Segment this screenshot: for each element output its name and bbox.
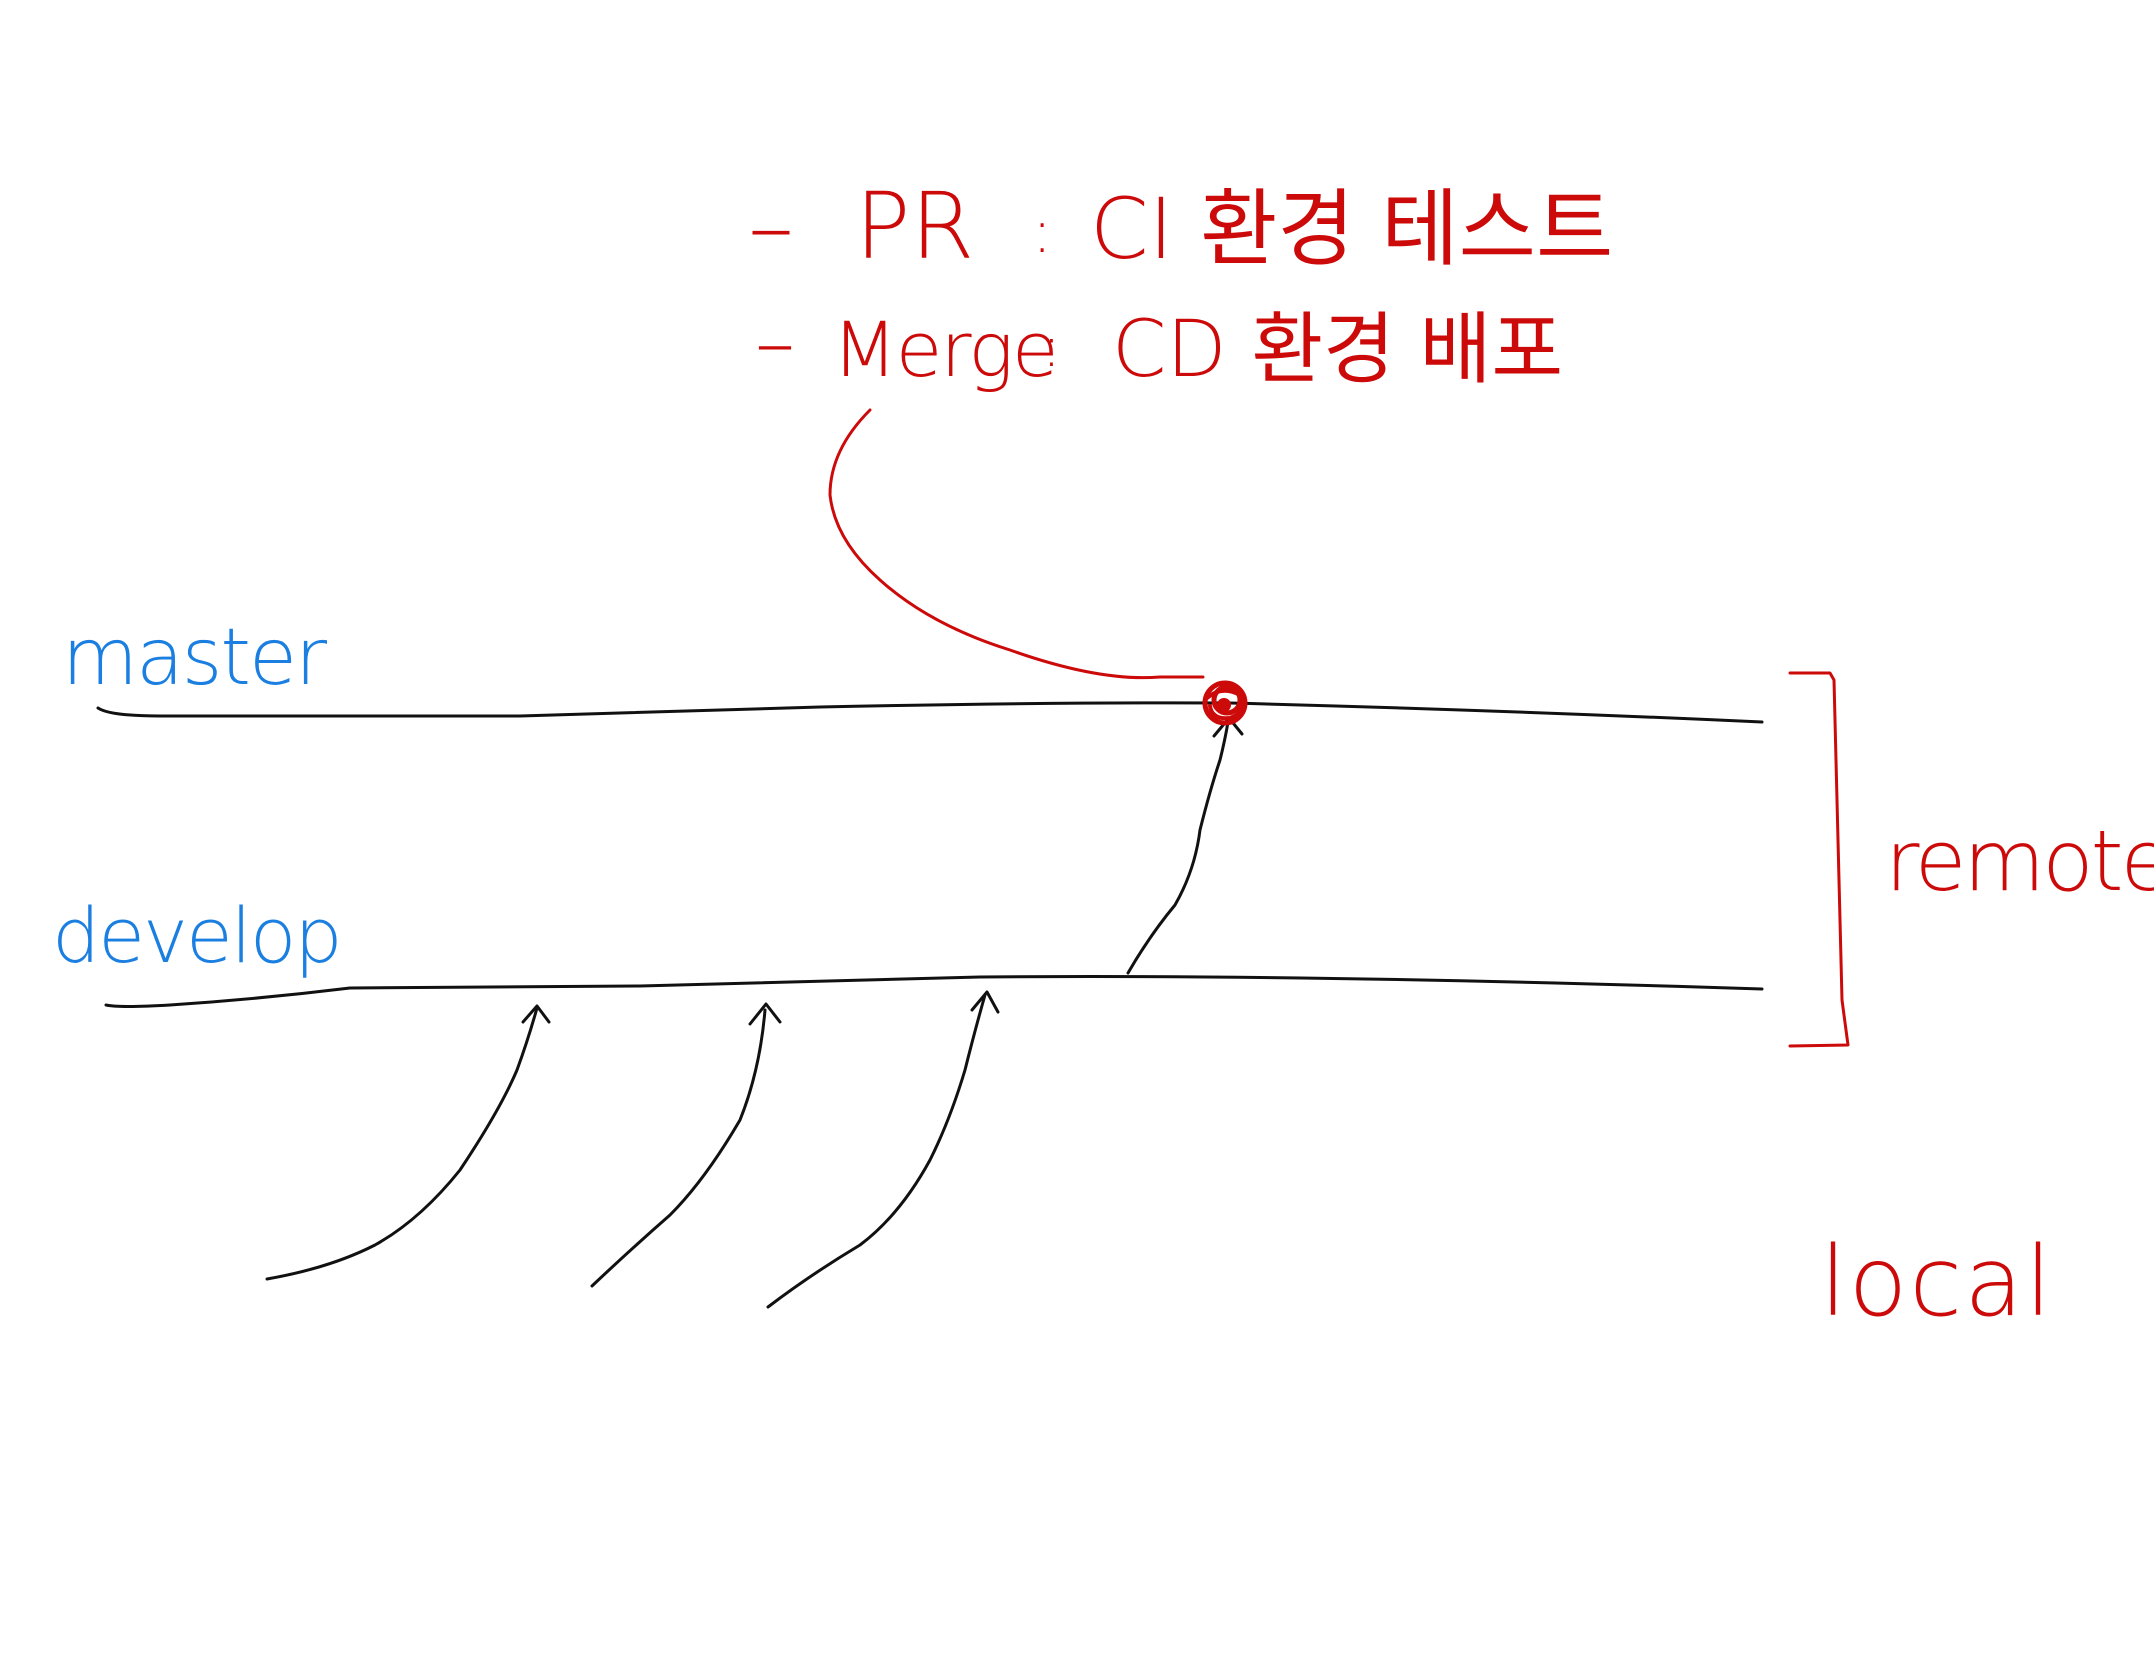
local-scope-label: local [1820, 1226, 2054, 1338]
note-key: Merge [832, 305, 1057, 394]
annotation-note-merge: – Merge : CD 환경 배포 [755, 296, 1563, 395]
note-bullet: – [748, 173, 794, 280]
develop-branch-label: develop [52, 891, 341, 980]
note-text: CI 환경 테스트 [1090, 180, 1613, 278]
note-text: CD 환경 배포 [1112, 305, 1563, 395]
note-key: PR [855, 173, 974, 280]
local-push-arrow-1 [265, 1004, 551, 1281]
note-separator: : [1042, 315, 1061, 380]
local-push-arrow-3 [766, 990, 1000, 1309]
note-bullet: – [755, 296, 795, 389]
merge-commit-marker [1202, 680, 1248, 726]
local-push-arrow-2 [590, 1002, 782, 1288]
note-separator: : [1032, 197, 1052, 267]
remote-scope-label: remote [1885, 812, 2154, 910]
master-branch-line [96, 701, 1764, 724]
remote-bracket [1788, 671, 1850, 1048]
annotation-note-pr: – PR : CI 환경 테스트 [748, 173, 1613, 280]
merge-arrow [1126, 716, 1244, 975]
master-branch-label: master [62, 613, 327, 703]
develop-branch-line [104, 975, 1764, 1008]
annotation-leader-line [828, 408, 1205, 680]
